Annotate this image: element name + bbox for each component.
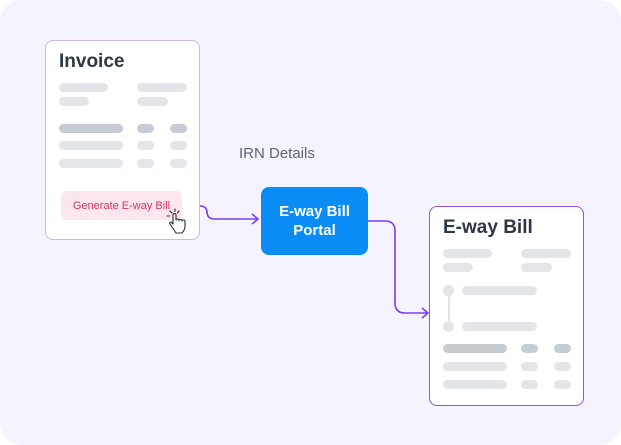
eway-bill-portal-node[interactable]: E-way Bill Portal [261, 187, 368, 255]
table-row-bar [443, 362, 507, 371]
timeline-text-line [462, 322, 537, 331]
timeline-dot [443, 285, 454, 296]
timeline-line [448, 292, 450, 322]
placeholder-line [443, 249, 492, 258]
placeholder-line [521, 249, 571, 258]
table-header-bar [59, 124, 123, 133]
table-header-bar [521, 344, 538, 353]
invoice-title: Invoice [59, 51, 125, 72]
placeholder-line [59, 97, 89, 106]
portal-label-line1: E-way Bill [279, 203, 350, 220]
table-header-bar [137, 124, 154, 133]
table-row-bar [170, 141, 187, 150]
placeholder-line [137, 83, 187, 92]
generate-eway-bill-button[interactable]: Generate E-way Bill [61, 191, 182, 220]
table-header-bar [170, 124, 187, 133]
table-row-bar [59, 141, 123, 150]
placeholder-line [443, 263, 473, 272]
irn-details-label: IRN Details [239, 145, 315, 162]
table-row-bar [554, 362, 571, 371]
table-row-bar [170, 159, 187, 168]
table-row-bar [443, 380, 507, 389]
generate-eway-bill-label: Generate E-way Bill [72, 199, 171, 212]
placeholder-line [59, 83, 108, 92]
placeholder-line [521, 263, 552, 272]
table-row-bar [59, 159, 123, 168]
table-row-bar [521, 362, 538, 371]
timeline-text-line [462, 286, 537, 295]
portal-label-line2: Portal [293, 222, 336, 239]
hand-pointer-click-icon [166, 208, 186, 234]
eway-bill-title: E-way Bill [443, 217, 533, 238]
table-row-bar [137, 159, 154, 168]
table-row-bar [521, 380, 538, 389]
table-row-bar [137, 141, 154, 150]
table-row-bar [554, 380, 571, 389]
eway-bill-card [429, 206, 584, 406]
placeholder-line [137, 97, 168, 106]
timeline-dot [443, 321, 454, 332]
table-header-bar [554, 344, 571, 353]
table-header-bar [443, 344, 507, 353]
